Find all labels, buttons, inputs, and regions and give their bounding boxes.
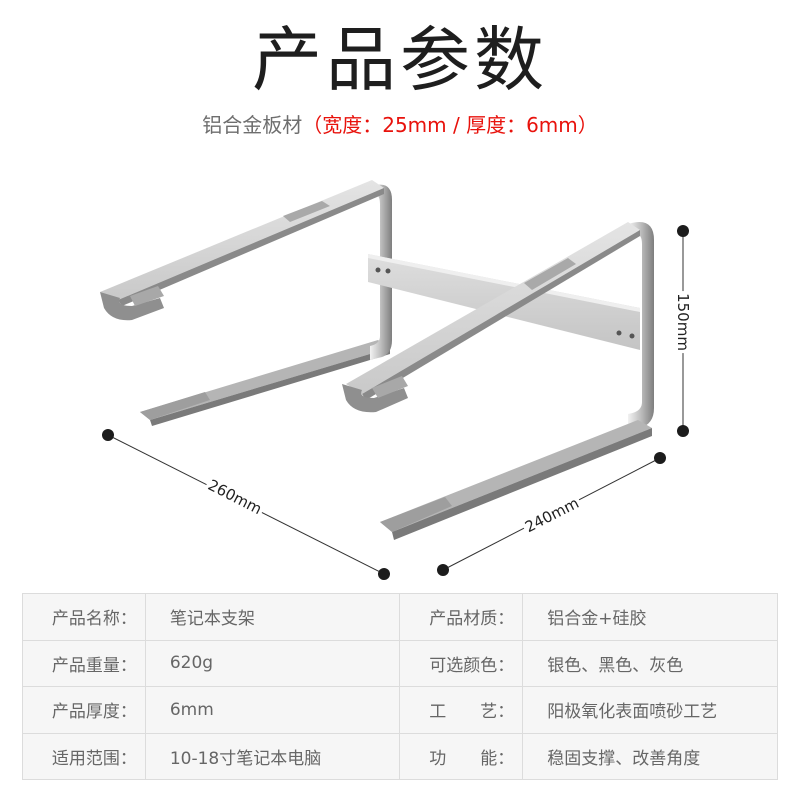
spec-value: 稳固支撑、改善角度 <box>522 732 778 780</box>
spec-value: 6mm <box>144 686 401 734</box>
page-title: 产品参数 <box>252 19 548 101</box>
table-row: 适用范围： 10-18寸笔记本电脑 功 能： 稳固支撑、改善角度 <box>22 732 778 780</box>
spec-value: 620g <box>144 639 401 687</box>
spec-label: 适用范围： <box>22 732 146 780</box>
laptop-stand-drawing <box>100 180 689 580</box>
dimension-dots <box>102 225 689 580</box>
spec-label: 工 艺： <box>399 686 524 734</box>
spec-value: 阳极氧化表面喷砂工艺 <box>522 686 778 734</box>
height-dimension-label: 150mm <box>673 291 692 353</box>
table-row: 产品名称： 笔记本支架 产品材质： 铝合金+硅胶 <box>22 593 778 641</box>
spec-label: 功 能： <box>399 732 524 780</box>
dimensions-note: （宽度：25mm / 厚度：6mm） <box>302 113 598 137</box>
spec-label: 产品材质： <box>399 593 524 641</box>
right-frame <box>342 222 654 540</box>
material-label: 铝合金板材 <box>202 113 303 137</box>
spec-label: 产品重量： <box>22 639 146 687</box>
spec-label: 可选颜色： <box>399 639 524 687</box>
table-row: 产品厚度： 6mm 工 艺： 阳极氧化表面喷砂工艺 <box>22 686 778 734</box>
material-subtitle: 铝合金板材（宽度：25mm / 厚度：6mm） <box>0 111 800 139</box>
spec-value: 银色、黑色、灰色 <box>522 639 778 687</box>
spec-value: 10-18寸笔记本电脑 <box>144 732 401 780</box>
spec-value: 笔记本支架 <box>144 593 401 641</box>
left-frame <box>100 180 392 426</box>
spec-label: 产品厚度： <box>22 686 146 734</box>
table-row: 产品重量： 620g 可选颜色： 银色、黑色、灰色 <box>22 639 778 687</box>
laptop-stand-illustration: 150mm 260mm 240mm <box>0 150 800 590</box>
spec-table: 产品名称： 笔记本支架 产品材质： 铝合金+硅胶 产品重量： 620g 可选颜色… <box>22 593 778 780</box>
spec-label: 产品名称： <box>22 593 146 641</box>
spec-value: 铝合金+硅胶 <box>522 593 778 641</box>
